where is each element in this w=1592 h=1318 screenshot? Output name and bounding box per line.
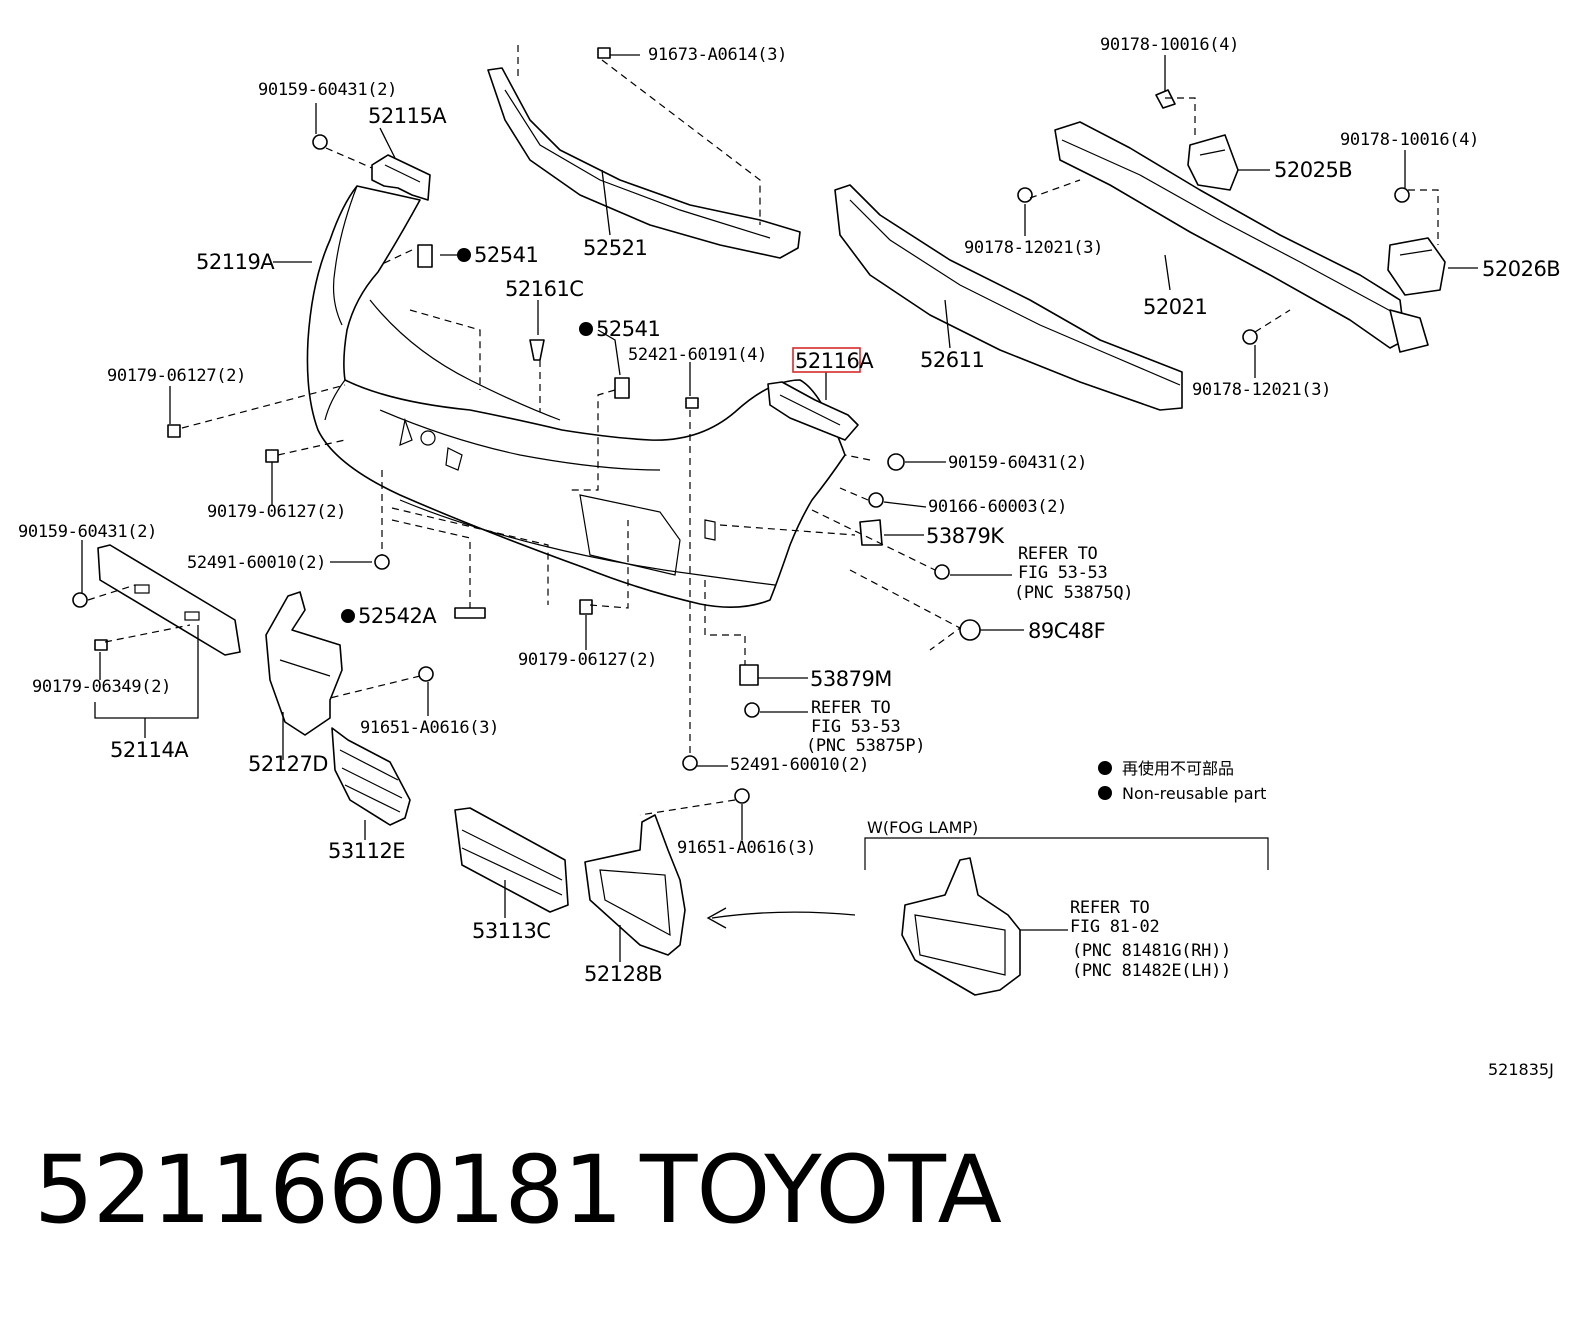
label-53112E: 53112E [328, 839, 405, 863]
absorber-52611 [834, 184, 1183, 411]
bracket-52127D [265, 591, 343, 736]
non-reusable-markers [341, 248, 1112, 800]
label-52116A: 52116A [795, 349, 874, 373]
legend-english: Non-reusable part [1122, 784, 1266, 803]
part-number-caption: 5211660181 [34, 1136, 623, 1245]
highlight-box [792, 347, 861, 373]
bracket-52025B [1187, 134, 1239, 191]
label-52521: 52521 [583, 236, 647, 260]
label-refer2-line3: (PNC 53875P) [806, 736, 925, 756]
label-refer3-line1: REFER TO [1070, 898, 1150, 918]
label-52491-b: 52491-60010(2) [730, 755, 869, 775]
bracket-52026B [1387, 237, 1446, 296]
label-52161C: 52161C [505, 277, 583, 301]
label-91651-b: 91651-A0616(3) [677, 838, 816, 858]
label-52114A: 52114A [110, 738, 189, 762]
label-52611: 52611 [920, 348, 984, 372]
label-refer2-line2: FIG 53-53 [811, 717, 900, 737]
fog-bezel-52128B [584, 814, 686, 956]
beam-52021 [1054, 121, 1429, 353]
label-fog-lamp-variant: W(FOG LAMP) [867, 818, 978, 837]
label-52021: 52021 [1143, 295, 1207, 319]
reinforcement-52521 [487, 67, 801, 259]
label-91651-a: 91651-A0616(3) [360, 718, 499, 738]
label-52542A: 52542A [358, 604, 437, 628]
label-90179-mid: 90179-06127(2) [518, 650, 657, 670]
label-refer3-line2: FIG 81-02 [1070, 917, 1159, 937]
label-90166: 90166-60003(2) [928, 497, 1067, 517]
label-52128B: 52128B [584, 962, 662, 986]
bumper-cover-52119A [306, 185, 846, 608]
label-refer1-line1: REFER TO [1018, 544, 1098, 564]
label-90178-12021-top: 90178-12021(3) [964, 238, 1103, 258]
non-reusable-dot-icon [579, 322, 593, 336]
legend-dot-icon [1098, 786, 1112, 800]
label-52127D: 52127D [248, 752, 328, 776]
license-bracket-52114A [97, 544, 241, 656]
label-90159-right: 90159-60431(2) [948, 453, 1087, 473]
label-53879M: 53879M [810, 667, 892, 691]
label-53879K: 53879K [926, 524, 1005, 548]
label-90179-left1: 90179-06127(2) [107, 366, 246, 386]
fasteners [72, 47, 1410, 804]
label-refer1-line3: (PNC 53875Q) [1014, 583, 1133, 603]
label-90178-12021-bot: 90178-12021(3) [1192, 380, 1331, 400]
label-89C48F: 89C48F [1028, 619, 1105, 643]
fog-lamp-group-bracket [864, 837, 1269, 870]
grille-53112E [331, 727, 411, 826]
label-90179-06349: 90179-06349(2) [32, 677, 171, 697]
label-90178-10016-right: 90178-10016(4) [1340, 130, 1479, 150]
label-52421: 52421-60191(4) [628, 345, 767, 365]
grille-53113C [454, 807, 569, 913]
label-52115A: 52115A [368, 104, 447, 128]
arrow-icon [706, 907, 856, 929]
label-90179-left2: 90179-06127(2) [207, 502, 346, 522]
label-52541-b: 52541 [596, 317, 660, 341]
non-reusable-dot-icon [341, 609, 355, 623]
assembly-lines [87, 45, 1439, 816]
label-refer2-line1: REFER TO [811, 698, 891, 718]
brand-caption: TOYOTA [640, 1136, 1002, 1245]
non-reusable-dot-icon [457, 248, 471, 262]
label-53113C: 53113C [472, 919, 550, 943]
fog-lamp-housing [901, 857, 1021, 996]
bracket-52115A [371, 154, 431, 201]
label-52026B: 52026B [1482, 257, 1560, 281]
label-90159-top: 90159-60431(2) [258, 80, 397, 100]
label-52491-a: 52491-60010(2) [187, 553, 326, 573]
leaders [81, 54, 1478, 962]
label-52119A: 52119A [196, 250, 275, 274]
label-52025B: 52025B [1274, 158, 1352, 182]
label-refer1-line2: FIG 53-53 [1018, 563, 1107, 583]
label-refer3-line4: (PNC 81482E(LH)) [1072, 961, 1231, 981]
label-refer3-line3: (PNC 81481G(RH)) [1072, 941, 1231, 961]
label-52541-a: 52541 [474, 243, 538, 267]
figure-code: 521835J [1488, 1060, 1554, 1079]
label-91673: 91673-A0614(3) [648, 45, 787, 65]
label-90159-left: 90159-60431(2) [18, 522, 157, 542]
label-90178-10016-top: 90178-10016(4) [1100, 35, 1239, 55]
legend-japanese: 再使用不可部品 [1122, 759, 1234, 778]
legend-dot-icon [1098, 761, 1112, 775]
bracket-52116A [767, 381, 859, 441]
